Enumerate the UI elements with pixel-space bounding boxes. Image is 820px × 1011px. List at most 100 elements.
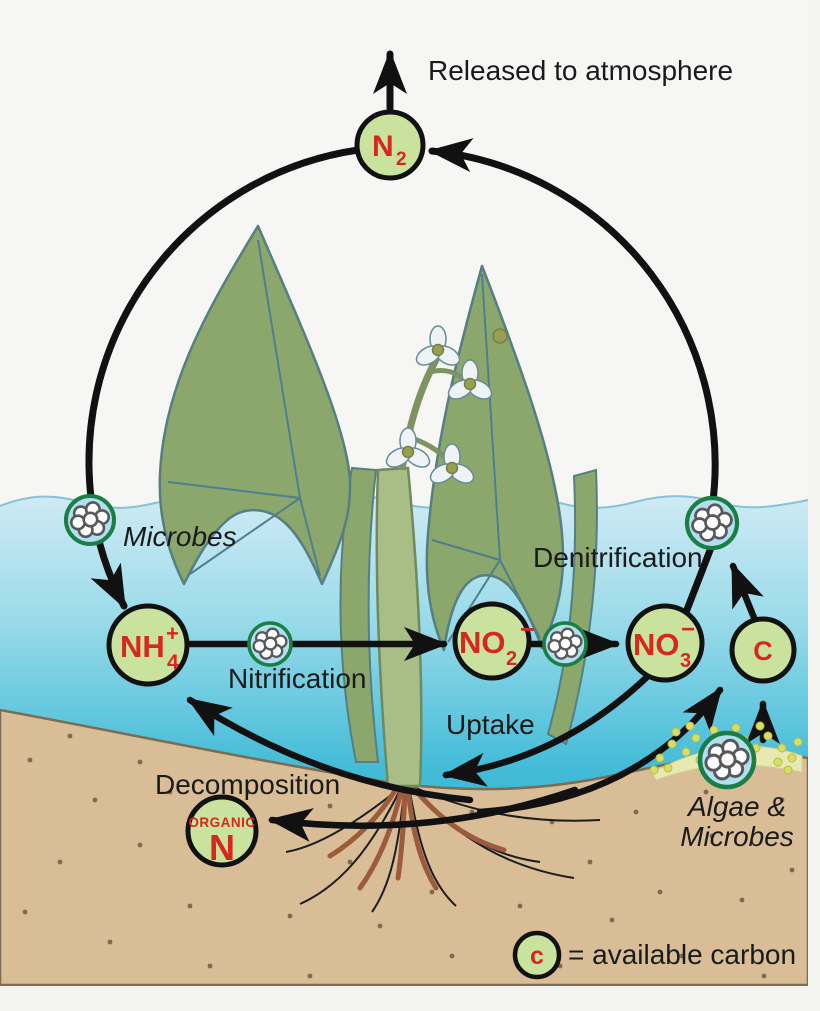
label-decomposition: Decomposition [155,769,340,800]
flower-bud [492,328,508,344]
microbe-icon-algae [697,730,757,790]
sand-speckle [22,909,28,915]
node-no2-sub: 2 [506,648,517,670]
sand-speckle [739,897,745,903]
algae-dot [773,757,783,767]
node-n2-label: N [372,130,394,163]
node-nh4-circle [106,603,190,687]
plant-blade [339,466,380,763]
node-no2-circle [452,601,532,681]
microbe-icon-denitrification [684,495,740,551]
flower [429,443,475,484]
sand-speckle [137,759,143,765]
sand-speckle [449,953,455,959]
algae-dot [685,721,695,731]
sand-speckle [789,867,795,873]
arrow-uptake [442,672,652,787]
node-n2-circle [354,109,426,181]
arrow-mineralization-to-nh4 [186,696,474,804]
sand-speckle [679,953,685,959]
legend-carbon-letter: c [530,942,544,970]
sand-speckle [107,939,113,945]
plant-flowers [385,325,508,484]
node-no3-label: NO [633,627,680,662]
node-n2-sub: 2 [396,149,407,170]
sand-speckle [429,889,435,895]
microbe-icon-nitrification-2 [542,621,588,667]
algae-dot [777,743,787,753]
sand-speckle [167,789,173,795]
sand-speckle [137,842,143,848]
label-algae-line2: Microbes [680,821,794,852]
algae-dot [663,763,673,773]
node-no3-circle [625,603,705,683]
algae-dot [681,747,691,757]
sand-speckle [347,859,353,865]
algae-dot [671,727,681,737]
sand-speckle [67,733,73,739]
node-carbon-circle [729,616,797,684]
sand-speckle [377,923,383,929]
arrowhead-leaf-right [425,264,565,652]
node-carbon-label: C [753,636,773,666]
sand-speckle [779,797,785,803]
algae-dot [649,765,659,775]
microbe-icon-nitrification [247,621,293,667]
label-nitrification: Nitrification [228,663,366,694]
sand-speckle [517,903,523,909]
cycle-nodes: N 2 NH + 4 NO 2 − NO 3 − C ORGANIC N [106,109,797,868]
arrow-carbon-to-denitrification [729,562,764,629]
microbe-icon-left [63,493,117,547]
node-no2-label: NO [459,625,506,660]
sand-speckle [27,757,33,763]
legend-text: = available carbon [568,939,796,970]
label-algae-line1: Algae & [686,791,786,822]
node-no3-sup: − [681,616,695,643]
node-organic-n-line2: N [209,827,235,868]
algae-dot [655,753,665,763]
node-organic-n-circle [185,794,259,868]
sand-speckle [761,973,767,979]
sand-speckle [657,889,663,895]
label-released-to-atmosphere: Released to atmosphere [428,55,733,86]
sand-speckle [703,789,709,795]
sand-speckle [92,797,98,803]
algae-dot [667,739,677,749]
algae-dot [793,737,803,747]
node-nh4-sub: 4 [167,651,179,674]
node-organic-n-line1: ORGANIC [188,815,255,830]
cycle-arrows [85,50,780,842]
arrow-roots-to-carbon [476,686,724,816]
algae-dot [783,765,793,775]
node-no2-sup: − [520,614,535,644]
sand-speckle [187,903,193,909]
algae-dot [763,731,773,741]
plant-blade [546,468,598,746]
bottom-margin [0,986,820,1011]
sand-speckle [709,833,715,839]
node-no3-sub: 3 [680,650,691,672]
sand-speckle [587,859,593,865]
flower [415,325,461,366]
line-no3-to-denitrification [679,536,718,624]
arrowhead-leaf-left [158,224,352,586]
sand-speckle [609,917,615,923]
legend-carbon-icon [512,930,562,980]
arc-denitrification-to-n2 [428,138,719,525]
microbe-icons [63,493,757,790]
sand-speckle [207,963,213,969]
node-nh4-sup: + [166,621,179,646]
label-microbes: Microbes [123,521,237,552]
wetland-plant [158,224,601,913]
sand-speckle [57,859,63,865]
sand-speckle [287,913,293,919]
sand-speckle [307,973,313,979]
sand-speckle [327,803,333,809]
sand-speckle [245,789,251,795]
label-uptake: Uptake [446,709,535,740]
right-margin [808,0,820,1011]
node-nh4-label: NH [120,629,165,664]
flower [447,359,493,400]
